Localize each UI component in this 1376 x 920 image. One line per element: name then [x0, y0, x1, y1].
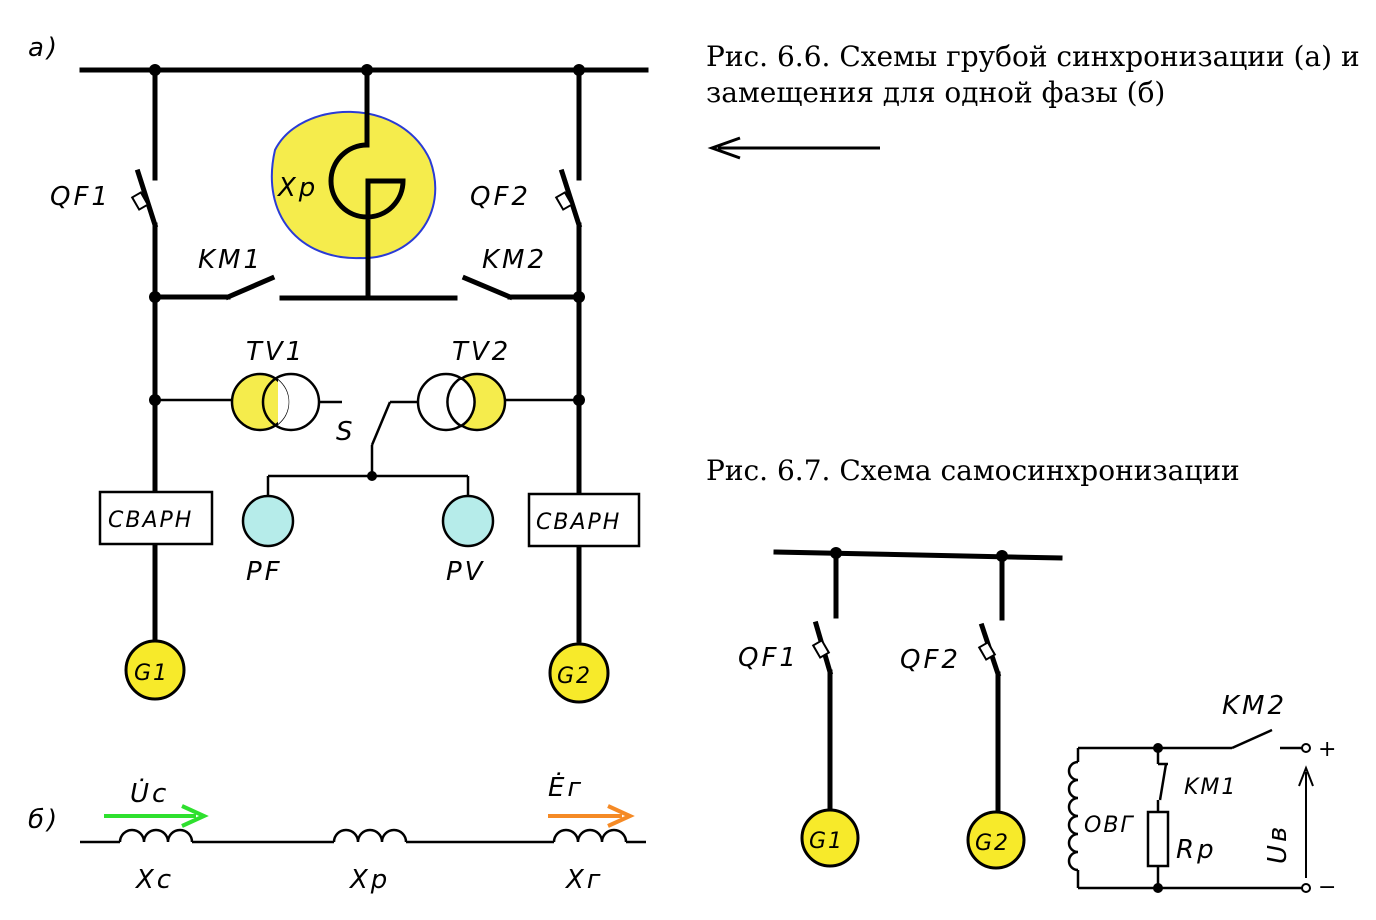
- voltage-uv-arrow-icon: [1298, 765, 1314, 878]
- transformer-tv1-label: TV1: [246, 337, 305, 367]
- emf-eg-arrow-icon: [548, 804, 635, 828]
- breaker-qf2-label: QF2: [470, 182, 531, 212]
- inductor-xp-icon: [332, 828, 408, 843]
- svarn-box-left: [98, 490, 214, 546]
- switch-s-icon: [370, 401, 392, 446]
- voltage-uv-label: Uв: [1263, 824, 1293, 864]
- svarn-box-left-label: СВАРН: [108, 508, 193, 533]
- breaker-c-qf2-label: QF2: [900, 645, 961, 675]
- voltage-uc-label: U̇c: [130, 777, 169, 809]
- excitation-winding-icon: [1067, 760, 1079, 872]
- diagram-a: Xр QF1 QF2 KM1 KM2: [50, 64, 649, 704]
- transformer-tv1-icon: [230, 372, 321, 432]
- reactance-xc-label: Xc: [134, 865, 174, 895]
- generator-g2-icon: [548, 642, 610, 704]
- generator-c-g2-label: G2: [975, 831, 1010, 856]
- winding-label: ОВГ: [1084, 813, 1135, 838]
- caption-fig-6-6-line2: замещения для одной фазы (б): [706, 76, 1165, 109]
- inductor-xg-icon: [552, 828, 628, 843]
- voltage-uc-arrow-icon: [104, 804, 209, 828]
- breaker-c-qf2-icon: [977, 622, 1002, 678]
- breaker-qf1-label: QF1: [50, 182, 111, 212]
- contactor-c-km2-label: KM2: [1222, 691, 1287, 721]
- breaker-qf1-icon: [130, 168, 159, 229]
- reactance-xg-label: Xг: [564, 865, 603, 895]
- svarn-box-right-label: СВАРН: [536, 510, 621, 535]
- breaker-c-qf1-icon: [811, 620, 834, 676]
- contactor-km1-label: KM1: [198, 245, 263, 275]
- switch-s-label: S: [336, 417, 356, 447]
- generator-c-g1-icon: [800, 808, 860, 868]
- node: [573, 291, 585, 303]
- terminal-plus-label: +: [1318, 737, 1338, 762]
- diagram-b: Xc Xр Xг U̇c Ėг: [80, 771, 646, 895]
- contactor-c-km1-label: KM1: [1184, 775, 1237, 800]
- part-label-b: б): [28, 805, 60, 835]
- busbar-c: [773, 549, 1063, 561]
- caption-fig-6-6-line1: Рис. 6.6. Схемы грубой синхронизации (а)…: [706, 40, 1360, 73]
- transformer-tv2-label: TV2: [452, 337, 511, 367]
- part-label-a: а): [28, 33, 60, 63]
- caption-fig-6-7: Рис. 6.7. Схема самосинхронизации: [706, 454, 1240, 487]
- generator-g1-icon: [124, 639, 186, 701]
- transformer-tv2-icon: [416, 372, 507, 432]
- generator-g2-label: G2: [557, 664, 592, 689]
- reactance-xp-label: Xр: [348, 865, 390, 895]
- meter-pf-icon: [241, 494, 295, 548]
- generator-c-g2-icon: [966, 810, 1026, 870]
- left-arrow-icon: [707, 136, 880, 160]
- contactor-km2-label: KM2: [482, 245, 547, 275]
- reactor-highlight: [270, 110, 437, 260]
- diagram-c: QF1 QF2 G1 G2 ОВГ + KM2 KM1: [738, 547, 1338, 900]
- breaker-c-qf1-label: QF1: [738, 643, 799, 673]
- inductor-xc-icon: [118, 828, 194, 843]
- contactor-km2-icon: [461, 274, 514, 301]
- svarn-box-right: [527, 492, 641, 548]
- emf-eg-label: Ėг: [548, 771, 584, 803]
- resistor-label: Rр: [1176, 835, 1217, 865]
- node: [1153, 883, 1163, 893]
- meter-pf-label: PF: [246, 557, 283, 587]
- generator-g1-label: G1: [134, 661, 169, 686]
- resistor-icon: [1146, 810, 1170, 868]
- contactor-c-km2-icon: [1231, 728, 1273, 750]
- contactor-c-km1-icon: [1158, 763, 1168, 801]
- reactor-icon: [328, 67, 406, 298]
- terminal-minus-label: −: [1318, 875, 1338, 900]
- meter-pv-icon: [441, 494, 495, 548]
- meter-pv-label: PV: [446, 557, 485, 587]
- generator-c-g1-label: G1: [809, 829, 844, 854]
- reactor-label: Xр: [276, 173, 318, 203]
- terminal-plus: [1301, 743, 1311, 753]
- breaker-qf2-icon: [554, 168, 583, 229]
- contactor-km1-icon: [224, 274, 276, 301]
- terminal-minus: [1301, 883, 1311, 893]
